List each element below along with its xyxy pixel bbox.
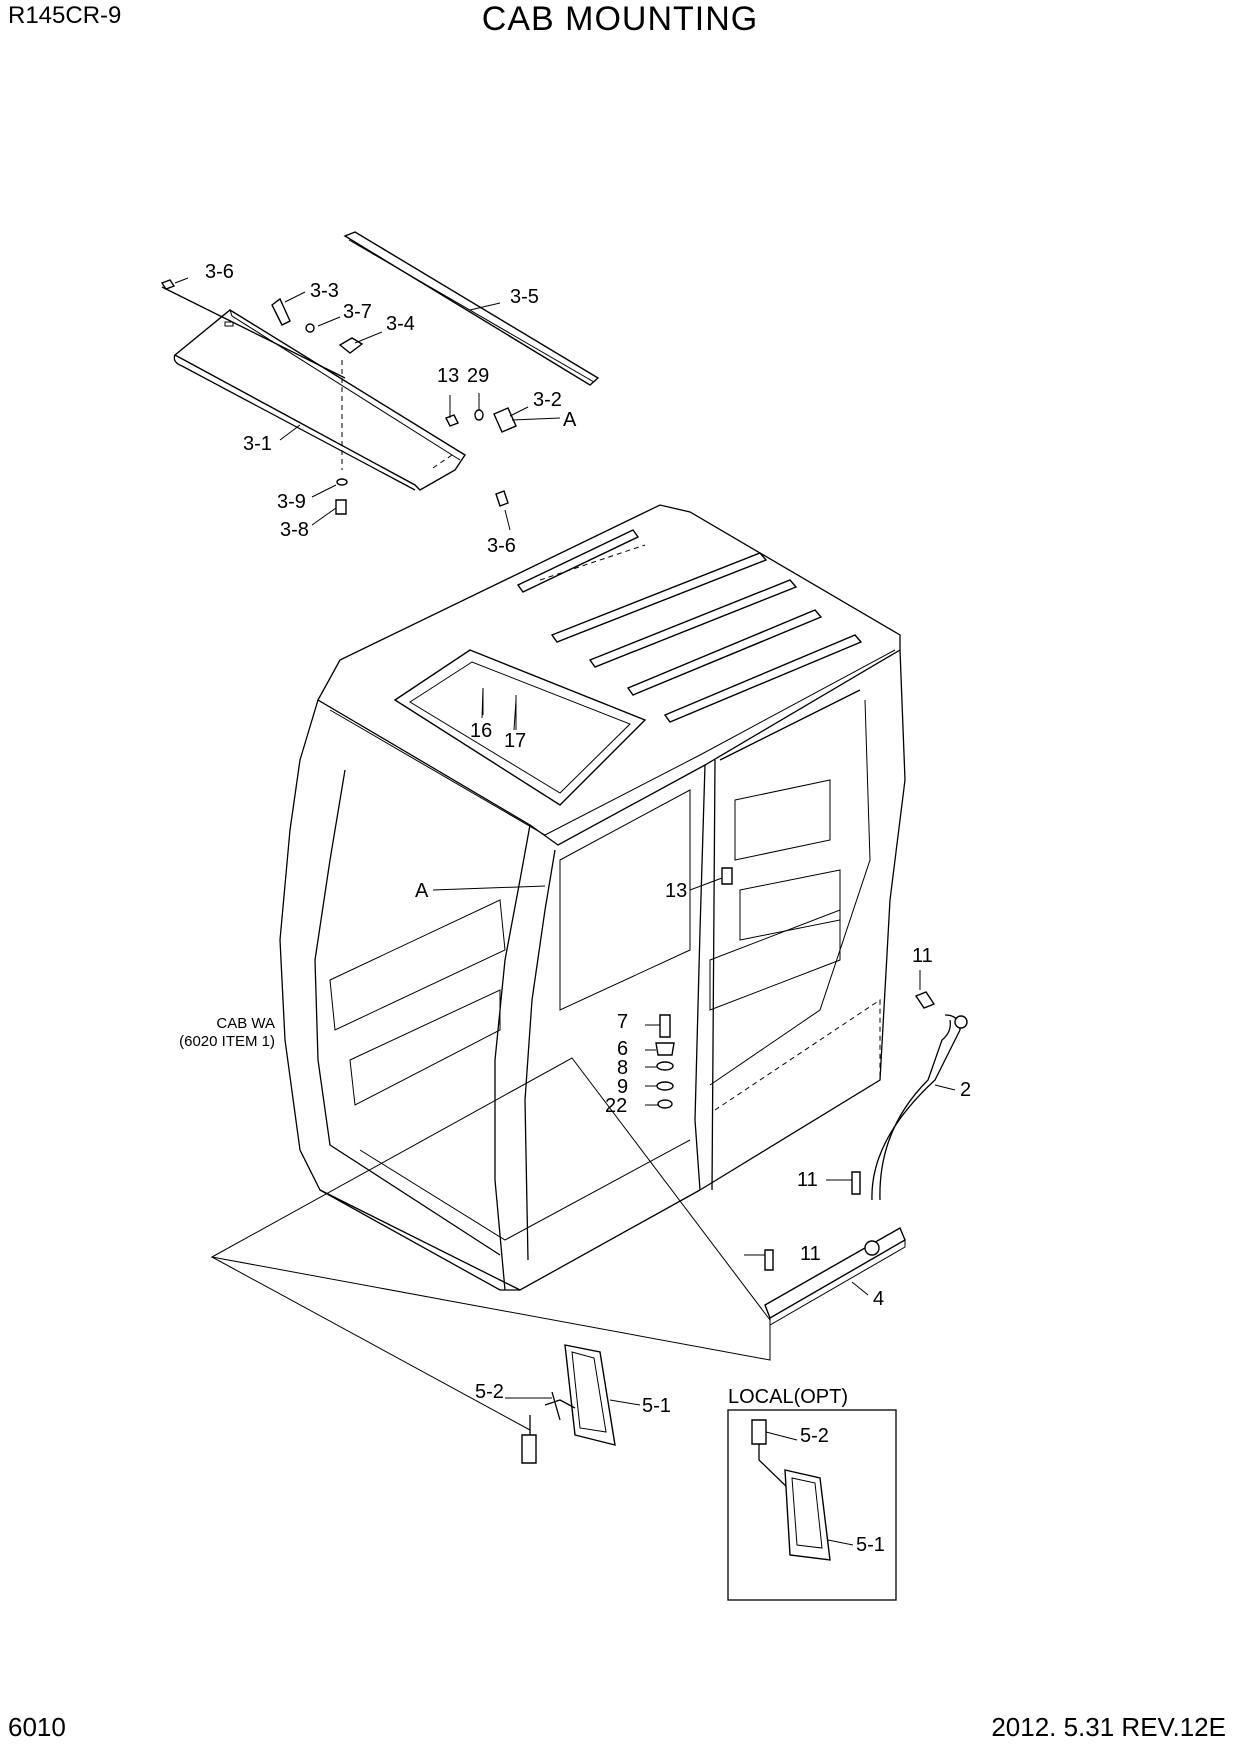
local-mirror	[751, 1419, 831, 1561]
bolt-3-8	[335, 499, 347, 515]
handrail-and-step	[764, 991, 968, 1326]
mount-hardware	[655, 867, 733, 1109]
callout-label: 5-1	[856, 1534, 885, 1556]
callout-label: 3-5	[510, 286, 539, 308]
handrail-2	[871, 1014, 961, 1201]
local-option-box	[727, 1409, 897, 1601]
bolt-11c	[764, 1249, 774, 1271]
callout-label: 6	[617, 1038, 628, 1060]
callout-label: 3-7	[343, 301, 372, 323]
note-cab-wa-item: (6020 ITEM 1)	[179, 1033, 275, 1050]
callout-label: 3-2	[533, 389, 562, 411]
callout-label: 11	[800, 1243, 821, 1265]
callout-label: A	[563, 409, 577, 431]
roof-cover-assembly	[160, 231, 600, 515]
model-number: R145CR-9	[8, 2, 122, 29]
cab-body	[279, 504, 906, 1291]
callout-label: 3-3	[310, 280, 339, 302]
page-number: 6010	[8, 1712, 66, 1742]
roof-rib	[663, 634, 863, 723]
roof-rib	[516, 529, 640, 593]
bolt-13a	[445, 414, 459, 427]
bolt-3-6b	[495, 490, 509, 507]
mirror-assembly	[521, 1344, 616, 1464]
callout-label: 11	[797, 1169, 818, 1191]
callout-label: 3-6	[205, 261, 234, 283]
page-title: CAB MOUNTING	[481, 0, 759, 38]
projection-outline	[210, 1057, 771, 1361]
callout-label: 3-9	[277, 491, 306, 513]
callout-label: 9	[617, 1076, 628, 1098]
front-pillar-left	[279, 699, 520, 1291]
callout-label: 13	[437, 365, 459, 387]
door-frame	[694, 764, 706, 1191]
callout-label: 3-4	[386, 313, 415, 335]
note-cab-wa: CAB WA	[216, 1015, 275, 1032]
roof-rib	[626, 609, 823, 696]
callout-label: 22	[605, 1095, 627, 1117]
leader-lines	[174, 277, 956, 1546]
bracket-3-3	[271, 297, 291, 326]
callout-label: 4	[873, 1288, 884, 1310]
cab-roof	[317, 504, 901, 846]
roof-rib	[588, 579, 798, 668]
inset-title: LOCAL(OPT)	[728, 1386, 848, 1408]
bracket-3-2	[493, 407, 517, 433]
roof-cover-3-1	[173, 309, 466, 491]
callout-label: 8	[617, 1057, 628, 1079]
roof-rib	[550, 552, 768, 643]
mount-6	[655, 1042, 675, 1056]
roof-hatch	[393, 649, 647, 806]
callout-label: 3-6	[487, 535, 516, 557]
washer-8	[656, 1061, 674, 1071]
callout-label: 16	[470, 720, 492, 742]
washer-9	[656, 1081, 674, 1091]
callout-label: 13	[665, 880, 687, 902]
bolt-3-6a	[160, 279, 176, 290]
callout-label: A	[415, 880, 429, 902]
revision-date: 2012. 5.31 REV.12E	[991, 1712, 1226, 1742]
callout-label: 5-1	[642, 1395, 671, 1417]
nut-3-7	[305, 323, 315, 333]
mirror-arm-5-2	[529, 1391, 576, 1440]
rail-3-5	[343, 231, 600, 386]
bolt-11a	[914, 991, 936, 1009]
bolt-7	[659, 1014, 671, 1038]
mirror-5-1	[564, 1344, 616, 1446]
callout-label: 3-8	[280, 519, 309, 541]
callout-label: 17	[504, 730, 526, 752]
bolt-13b	[721, 867, 733, 885]
callout-label: 5-2	[475, 1381, 504, 1403]
bracket-3-4	[338, 337, 364, 354]
nut-22	[657, 1099, 673, 1109]
callout-label: 2	[960, 1079, 971, 1101]
callout-label: 11	[912, 945, 933, 967]
callout-label: 29	[467, 365, 489, 387]
bolt-11b	[851, 1171, 861, 1195]
washer-3-9	[336, 478, 348, 486]
washer-29	[474, 409, 484, 421]
callout-label: 5-2	[800, 1425, 829, 1447]
callout-label: 7	[617, 1011, 628, 1033]
callout-label: 3-1	[243, 433, 272, 455]
